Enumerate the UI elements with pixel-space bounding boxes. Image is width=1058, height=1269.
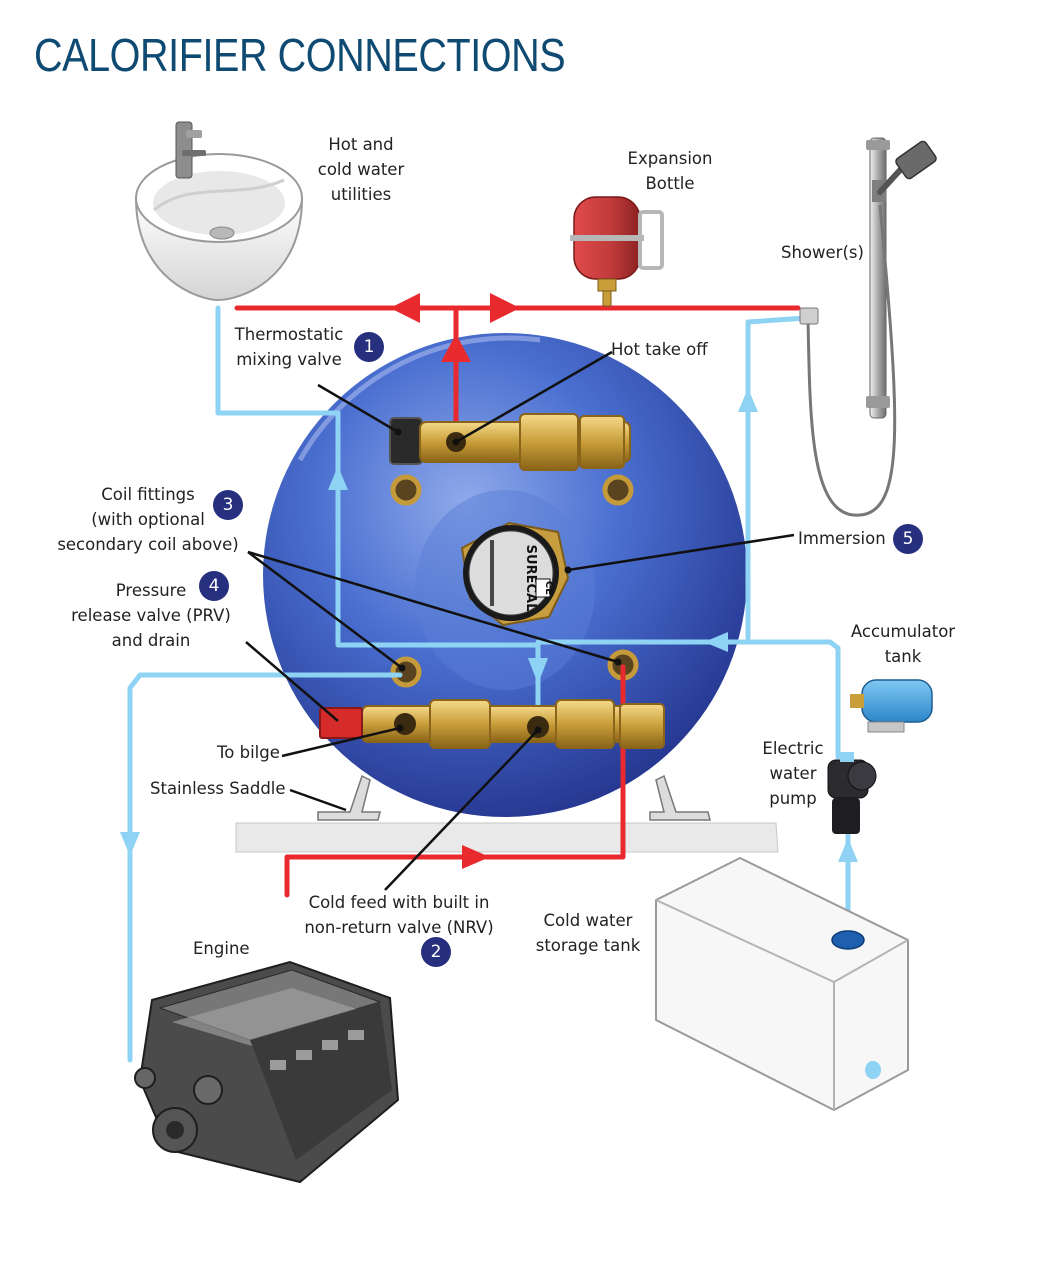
immersion-heater: SURECAL CE — [460, 521, 570, 627]
label-prv: Pressure release valve (PRV) and drain — [71, 581, 231, 650]
leader-lines — [245, 350, 795, 891]
badge-1: 1 — [354, 332, 384, 362]
accumulator-tank-icon — [850, 679, 933, 733]
badge-4: 4 — [199, 571, 229, 601]
label-stainless-saddle: Stainless Saddle — [150, 779, 286, 798]
label-expansion-bottle: Expansion Bottle — [627, 149, 713, 193]
cold-feed-valve-assembly — [319, 699, 665, 749]
stainless-saddle-icon — [317, 774, 711, 821]
expansion-bottle-icon — [570, 196, 664, 307]
cold-flow-arrows — [120, 388, 858, 862]
badge-2: 2 — [421, 937, 451, 967]
basin-sink-icon — [134, 121, 304, 302]
leader-dots — [394, 428, 622, 734]
label-coil-fittings: Coil fittings (with optional secondary c… — [57, 485, 239, 554]
label-hot-take-off: Hot take off — [611, 340, 708, 359]
label-to-bilge: To bilge — [217, 743, 280, 762]
label-cold-storage-tank: Cold water storage tank — [535, 911, 641, 955]
water-pump-icon — [827, 752, 877, 834]
label-engine: Engine — [193, 939, 250, 958]
label-accumulator-tank: Accumulator tank — [850, 622, 956, 666]
storage-tank-icon — [655, 857, 909, 1111]
label-electric-pump: Electric water pump — [762, 739, 824, 808]
saddle-platform — [235, 822, 779, 853]
badge-5: 5 — [893, 524, 923, 554]
label-cold-feed: Cold feed with built in non-return valve… — [304, 893, 494, 937]
cold-water-pipes — [127, 305, 851, 1063]
label-hot-cold-utilities: Hot and cold water utilities — [317, 135, 405, 204]
badge-3: 3 — [213, 490, 243, 520]
label-thermostatic-valve: Thermostatic mixing valve — [234, 325, 344, 369]
label-showers: Shower(s) — [781, 243, 864, 262]
shower-head-icon — [799, 137, 937, 517]
hot-flow-arrows — [390, 293, 520, 869]
immersion-brand-text: SURECAL — [523, 545, 538, 612]
immersion-ce-mark: CE — [543, 581, 554, 595]
page-title: CALORIFIER CONNECTIONS — [34, 29, 566, 81]
engine-block-icon — [134, 960, 400, 1184]
label-immersion: Immersion — [798, 529, 886, 548]
thermostatic-valve-assembly — [389, 413, 631, 471]
